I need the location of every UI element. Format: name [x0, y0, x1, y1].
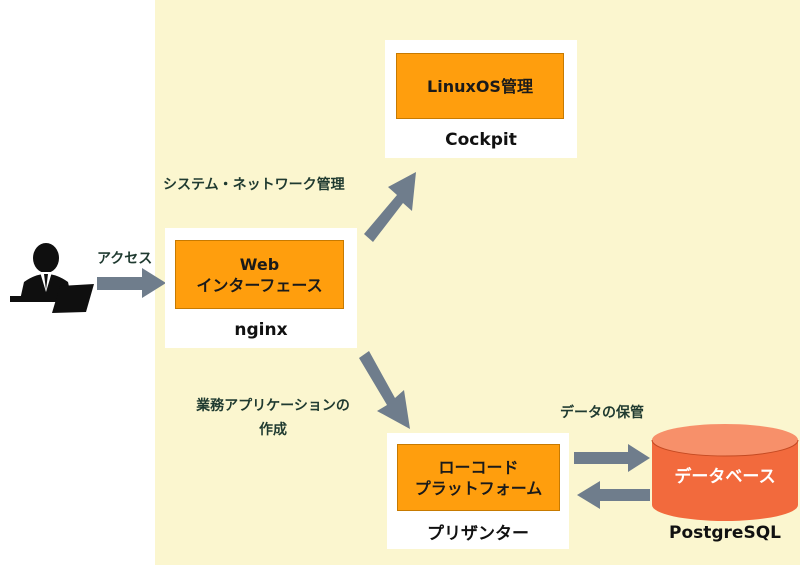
app-create-label-line2: 作成: [259, 422, 287, 438]
database-label: データベース: [674, 467, 776, 487]
pleasanter-caption: プリザンター: [427, 524, 529, 544]
database-cylinder: [651, 424, 799, 521]
pleasanter-card: ローコード プラットフォーム プリザンター: [387, 433, 569, 549]
app-create-label: 業務アプリケーションの 作成: [168, 395, 378, 439]
app-create-label-line1: 業務アプリケーションの: [196, 398, 350, 414]
cockpit-box: LinuxOS管理: [396, 53, 564, 119]
nginx-box: Web インターフェース: [175, 240, 344, 309]
nginx-box-line1: Web: [239, 254, 280, 274]
nginx-box-line2: インターフェース: [196, 275, 323, 295]
database-caption: PostgreSQL: [669, 523, 781, 543]
pleasanter-box-line2: プラットフォーム: [414, 478, 543, 498]
nginx-caption: nginx: [234, 320, 288, 340]
system-mgmt-arrow: [364, 172, 416, 242]
person-with-laptop-icon: [10, 243, 94, 313]
access-label: アクセス: [97, 251, 153, 267]
cockpit-card: LinuxOS管理 Cockpit: [385, 40, 577, 158]
store-arrow-left: [577, 481, 650, 509]
cockpit-caption: Cockpit: [445, 130, 517, 150]
pleasanter-box: ローコード プラットフォーム: [397, 444, 560, 511]
data-store-label: データの保管: [560, 405, 644, 421]
system-mgmt-label: システム・ネットワーク管理: [163, 177, 345, 193]
cockpit-box-label: LinuxOS管理: [427, 76, 533, 96]
nginx-card: Web インターフェース nginx: [165, 228, 357, 348]
store-arrow-right: [574, 444, 650, 472]
pleasanter-box-line1: ローコード: [438, 457, 519, 477]
app-create-arrow: [359, 351, 410, 429]
access-arrow: [97, 268, 166, 298]
